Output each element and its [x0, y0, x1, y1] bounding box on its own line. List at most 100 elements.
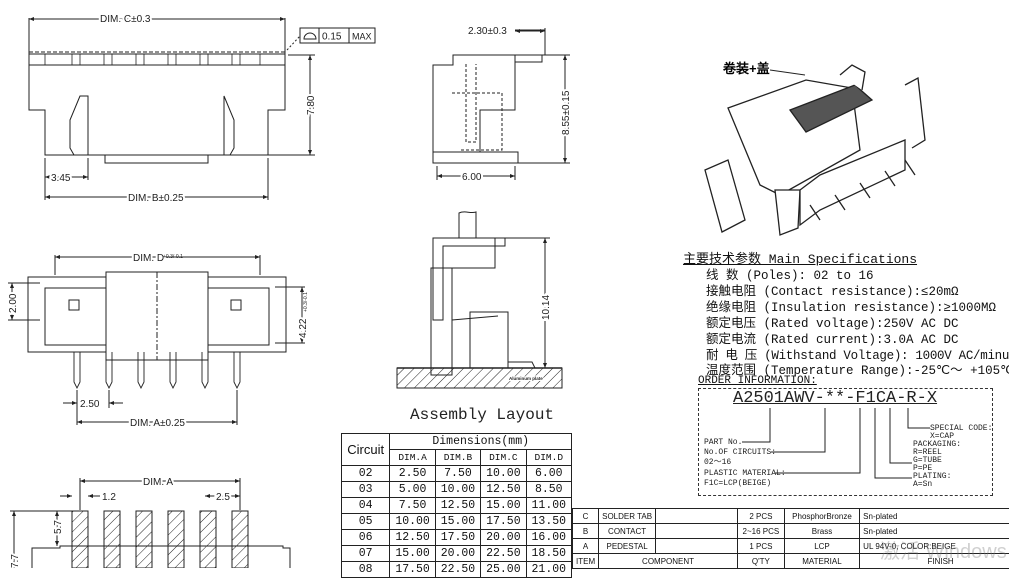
pad-width-dim: 1.2: [102, 492, 116, 503]
bom-cell: 2~16 PCS: [738, 524, 785, 539]
aluminum-plate-label: Aluminum plate: [509, 376, 543, 381]
dimension-cell: 10.00: [435, 482, 480, 498]
flatness-value: 0.15: [322, 32, 342, 43]
bom-cell: [656, 509, 738, 524]
flatness-suffix: MAX: [352, 32, 372, 42]
dimension-cell: 6.00: [526, 466, 571, 482]
footprint-view: [10, 478, 290, 568]
assembly-height-dim: 10.14: [541, 295, 552, 320]
order-plating-value: A=Sn: [913, 480, 932, 489]
circuit-cell: 02: [342, 466, 390, 482]
dimensions-header: Dimensions(mm): [390, 434, 572, 450]
pitch-left-dim: 2.00: [8, 293, 19, 313]
circuit-cell: 05: [342, 514, 390, 530]
side-height-dim: 8.55±0.15: [561, 90, 572, 135]
right-dim: 4.22: [298, 318, 309, 338]
front-view: [29, 18, 375, 200]
profile-of-surface-icon: [304, 33, 316, 39]
side-width-dim: 6.00: [462, 172, 482, 183]
dim-d-label: DIM. D: [133, 253, 164, 264]
dimension-cell: 12.50: [435, 498, 480, 514]
assembly-title: Assembly Layout: [410, 406, 554, 424]
circuit-cell: 04: [342, 498, 390, 514]
dimension-cell: 22.50: [435, 562, 480, 578]
dimension-cell: 15.00: [481, 498, 526, 514]
pitch-dim: 2.50: [80, 399, 100, 410]
height-780: 7.80: [306, 95, 317, 115]
order-material: PLASTIC MATERIAL:: [704, 469, 786, 478]
pad-length-dim: 5.7: [53, 520, 64, 534]
bom-cell: Brass: [784, 524, 859, 539]
dimension-cell: 15.00: [390, 546, 435, 562]
bom-cell: CONTACT: [599, 524, 656, 539]
offset-345: 3.45: [51, 173, 71, 184]
dim-a-label: DIM. A±0.25: [130, 418, 185, 429]
dimension-cell: 20.00: [481, 530, 526, 546]
dimension-cell: 13.50: [526, 514, 571, 530]
dimension-cell: 2.50: [390, 466, 435, 482]
bom-cell: A: [573, 539, 599, 554]
activation-watermark: 激活 Windows: [880, 535, 1007, 564]
dimension-cell: 5.00: [390, 482, 435, 498]
right-dim-tolerance: +0.3/-0.1: [303, 292, 309, 312]
iso-view: [705, 65, 925, 235]
bom-cell: [656, 524, 738, 539]
dimension-cell: 25.00: [481, 562, 526, 578]
dimension-cell: 10.00: [390, 514, 435, 530]
dimension-cell: 21.00: [526, 562, 571, 578]
footprint-pitch-dim: 2.5: [216, 492, 230, 503]
bom-cell: Sn-plated: [860, 509, 1009, 524]
bom-cell: PhosphorBronze: [784, 509, 859, 524]
dimension-cell: 12.50: [481, 482, 526, 498]
column-header: DIM.B: [435, 450, 480, 466]
bom-header: MATERIAL: [784, 554, 859, 569]
dimension-cell: 7.50: [390, 498, 435, 514]
column-header: DIM.C: [481, 450, 526, 466]
circuit-cell: 08: [342, 562, 390, 578]
order-part-no: PART No.: [704, 438, 742, 447]
dimension-cell: 15.00: [435, 514, 480, 530]
assembly-view: [397, 212, 562, 388]
circuit-cell: 06: [342, 530, 390, 546]
column-header: DIM.A: [390, 450, 435, 466]
dim-d-tolerance: +0.3/-0.1: [163, 254, 183, 260]
bom-cell: C: [573, 509, 599, 524]
order-info-title: ORDER INFORMATION:: [698, 375, 817, 387]
dimension-cell: 17.50: [481, 514, 526, 530]
dim-c-label: DIM. C±0.3: [100, 14, 151, 25]
bom-cell: SOLDER TAB: [599, 509, 656, 524]
dimension-cell: 17.50: [435, 530, 480, 546]
dimension-cell: 10.00: [481, 466, 526, 482]
dimension-cell: 16.00: [526, 530, 571, 546]
side-view: [433, 28, 570, 180]
iso-view-label: 卷装+盖: [723, 61, 770, 76]
bom-cell: [656, 539, 738, 554]
dimensions-table: Circuit Dimensions(mm) DIM.A DIM.B DIM.C…: [341, 433, 572, 578]
dimension-cell: 7.50: [435, 466, 480, 482]
order-circuits-range: 02～16: [704, 458, 731, 467]
footprint-total-dim: 7.7: [10, 554, 21, 568]
dimension-cell: 20.00: [435, 546, 480, 562]
footprint-dim-a: DIM. A: [143, 477, 173, 488]
dimension-cell: 11.00: [526, 498, 571, 514]
bom-cell: B: [573, 524, 599, 539]
order-circuits: No.OF CIRCUITS:: [704, 448, 776, 457]
order-part-number: A2501AWV-**-F1CA-R-X: [733, 390, 937, 408]
order-material-value: F1C=LCP(BEIGE): [704, 479, 771, 488]
bom-header: ITEM: [573, 554, 599, 569]
bom-cell: PEDESTAL: [599, 539, 656, 554]
dimension-cell: 18.50: [526, 546, 571, 562]
bom-header: Q'TY: [738, 554, 785, 569]
bom-cell: 1 PCS: [738, 539, 785, 554]
dimension-cell: 17.50: [390, 562, 435, 578]
top-view: [8, 255, 305, 425]
bom-header: COMPONENT: [599, 554, 738, 569]
